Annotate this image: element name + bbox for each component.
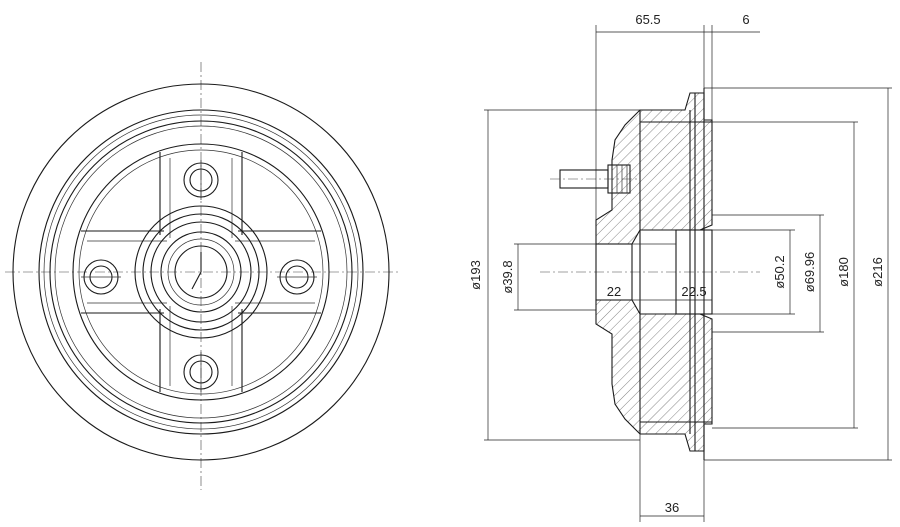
label-dia-69-96: ø69.96 (802, 252, 817, 292)
hub-plate-inner-circle (78, 149, 324, 395)
front-view (5, 62, 400, 490)
dimension-lines (484, 25, 892, 522)
hub-plate-circle (72, 143, 330, 401)
label-width-36: 36 (665, 500, 679, 515)
label-offset-6: 6 (742, 12, 749, 27)
bolt-holes (81, 160, 317, 392)
drum-inner-circle (54, 125, 348, 419)
wheel-stud (550, 164, 640, 194)
label-offset-65-5: 65.5 (635, 12, 660, 27)
label-dia-193: ø193 (468, 260, 483, 290)
label-bore-22: 22 (607, 284, 621, 299)
drum-flange-inner-circle (43, 114, 359, 430)
bore-right (675, 229, 713, 315)
label-dia-39-8: ø39.8 (500, 260, 515, 293)
drum-braking-surface-circle (49, 120, 353, 424)
central-hub (134, 205, 268, 339)
label-dia-180: ø180 (836, 257, 851, 287)
drum-flange-circle (38, 109, 364, 435)
label-dia-50-2: ø50.2 (772, 255, 787, 288)
section-view: 65.5 6 36 22 22.5 ø193 ø39.8 ø50.2 ø69.9… (468, 12, 892, 522)
label-bore-22-5: 22.5 (681, 284, 706, 299)
drum-outer-circle (12, 83, 390, 461)
label-dia-216: ø216 (870, 257, 885, 287)
hub-webs (81, 152, 321, 392)
section-bottom-hatch (595, 299, 713, 452)
drum-section-outline (639, 88, 705, 460)
